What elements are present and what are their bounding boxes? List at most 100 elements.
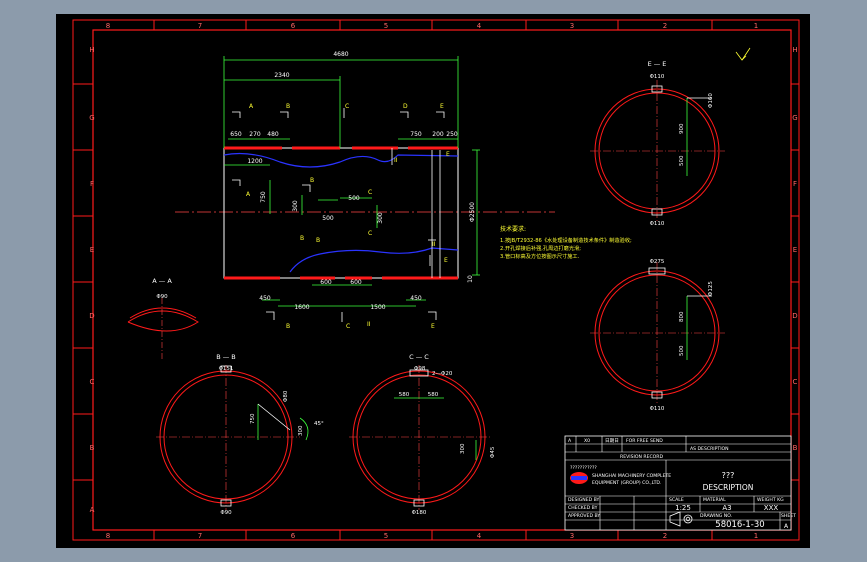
mark-b: B (286, 103, 290, 110)
dim-v-750: 750 (260, 191, 267, 203)
mark-c: C (345, 103, 349, 110)
mark-a-2: A (246, 191, 251, 198)
title-block: A X0 日期日 FOR FREE SEND REVISION RECORD A… (564, 435, 796, 531)
rev-cell-0: A (568, 438, 572, 444)
zone-row: G (792, 114, 797, 122)
view-a-a-label: A — A (152, 277, 172, 285)
drawing-number: 58016-1-30 (715, 520, 764, 530)
view-b-b-bottom: Φ90 (220, 510, 232, 516)
surface-finish-icon (735, 47, 751, 61)
zone-row: G (89, 114, 94, 122)
dim-top-left-3: 480 (267, 131, 279, 138)
zone-col-top: 7 (198, 22, 202, 30)
hidden-line-top (223, 152, 459, 168)
zone-row: C (793, 378, 798, 386)
zone-col-bottom: 6 (291, 532, 296, 540)
drawing-title: ??? (722, 471, 735, 480)
drawing-description: DESCRIPTION (703, 483, 754, 492)
view-c-c-d1: 580 (399, 392, 410, 398)
weight-value: XXX (764, 504, 779, 512)
zone-col-top: 6 (291, 22, 296, 30)
view-e-e-d2: 500 (679, 155, 685, 166)
view-c-c-label: C — C (409, 353, 429, 361)
view-e-e-label: E — E (648, 60, 667, 68)
view-c-c-bottom: Φ180 (412, 510, 427, 516)
hidden-line-bottom (289, 247, 459, 273)
view-b-b-d1: 750 (250, 413, 256, 424)
dim-bot-1500: 1500 (370, 304, 385, 311)
view-lr-d1: 800 (679, 311, 685, 322)
view-b-b-angle: 45° (314, 421, 324, 427)
dim-top-left-2: 270 (249, 131, 261, 138)
notes-line-1: 1.按JB/T2932-86《水处理设备制造技术条件》制造验收; (500, 236, 632, 244)
zone-row: H (792, 46, 797, 54)
view-e-e-d1: 900 (679, 123, 685, 134)
view-c-c-side2: Φ45 (490, 446, 496, 458)
zone-col-top: 5 (384, 22, 388, 30)
dim-bot-1600: 1600 (294, 304, 309, 311)
company-en-2: EQUIPMENT (GROUP) CO.,LTD. (592, 480, 661, 486)
dim-top-right-3: 250 (446, 131, 458, 138)
label-rev: AS DESCRIPTION (690, 446, 729, 452)
zone-col-top: 2 (663, 22, 667, 30)
inner-frame (92, 29, 792, 531)
mark-c-4: C (346, 323, 350, 330)
dim-top-left-1: 650 (230, 131, 242, 138)
view-b-b-top: Φ151 (219, 366, 234, 372)
mark-e: E (440, 103, 444, 110)
projection-symbol-icon (669, 511, 693, 527)
mark-e-4: E (444, 257, 448, 264)
dim-h-500-a: 500 (322, 215, 334, 222)
zone-row: F (793, 180, 797, 188)
zone-col-top: 3 (570, 22, 574, 30)
dim-right-small: 10 (467, 275, 474, 283)
dim-dia-2500: Φ2500 (469, 202, 476, 222)
view-e-e-bottom: Φ110 (650, 221, 665, 227)
view-lower-right: Φ275 Φ110 800 500 Φ125 (590, 259, 725, 412)
zone-row: B (793, 444, 798, 452)
border-zone-ticks (73, 20, 799, 540)
mark-ii-3: II (432, 241, 436, 248)
outer-frame (72, 19, 800, 541)
label-scale: SCALE (669, 497, 684, 503)
label-material: MATERIAL (703, 497, 726, 503)
rev-cell-1: X0 (584, 438, 590, 444)
mark-e-3: E (446, 151, 450, 158)
sheet-value: A (784, 523, 789, 530)
zone-col-top: 1 (754, 22, 758, 30)
format-value: A3 (722, 504, 731, 512)
zone-col-top: 8 (106, 22, 110, 30)
mark-c-2: C (368, 189, 372, 196)
dim-bot-450-r: 450 (410, 295, 422, 302)
view-b-b-d2: Φ80 (283, 390, 289, 402)
zone-col-top: 4 (477, 22, 482, 30)
label-sheet: SHEET (781, 513, 796, 519)
mark-a: A (249, 103, 254, 110)
label-designed: DESIGNED BY (568, 497, 600, 503)
zone-col-bottom: 4 (477, 532, 482, 540)
label-drawing-no: DRAWING NO. (700, 513, 732, 519)
scale-value: 1:25 (675, 504, 691, 512)
view-lr-d2: 500 (679, 345, 685, 356)
dim-v-300-b: 300 (377, 212, 384, 224)
mark-b-5: B (286, 323, 290, 330)
zone-row: F (90, 180, 94, 188)
notes-line-3: 3.管口标高及方位按图示尺寸施工. (500, 252, 580, 260)
zone-col-bottom: 3 (570, 532, 574, 540)
zone-row: H (89, 46, 94, 54)
mark-ii-1: II (367, 321, 371, 328)
view-e-e-d3: Φ160 (708, 93, 714, 108)
mark-b-2: B (310, 177, 314, 184)
mark-c-3: C (368, 230, 372, 237)
zone-row: D (89, 312, 94, 320)
view-c-c: C — C Φ98 2—Φ20 580 580 Φ180 300 Φ45 (349, 353, 496, 516)
dim-bot-450-l: 450 (259, 295, 271, 302)
view-c-c-top2: 2—Φ20 (432, 371, 453, 377)
view-b-b-label: B — B (216, 353, 236, 361)
view-a-a: A — A Φ90 (127, 277, 199, 360)
view-lr-top: Φ275 (650, 259, 665, 265)
technical-notes: 技术要求: 1.按JB/T2932-86《水处理设备制造技术条件》制造验收; 2… (500, 225, 632, 260)
zone-col-bottom: 7 (198, 532, 202, 540)
zone-row: E (90, 246, 94, 254)
mark-ii-2: II (394, 157, 398, 164)
